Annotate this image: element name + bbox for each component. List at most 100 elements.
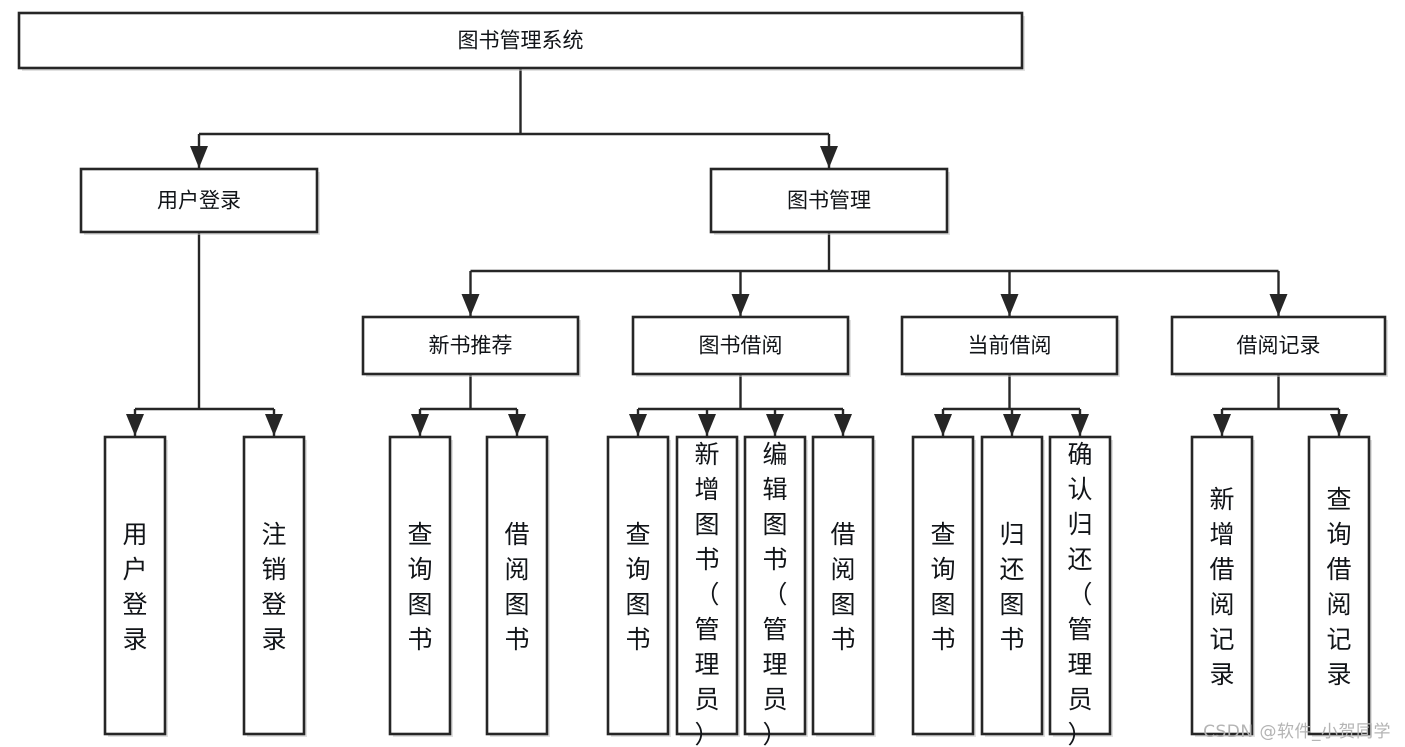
node-label-char: ）: [1067, 720, 1092, 747]
box-outline[interactable]: [1170, 315, 1387, 376]
node-label-char: 图: [694, 510, 719, 539]
node-label: 图书管理系统: [458, 29, 584, 53]
node-label-char: 图: [625, 590, 650, 619]
arrow-head-icon: [820, 146, 838, 168]
node-label-char: 借: [504, 520, 529, 549]
node-label-char: 书: [830, 625, 855, 654]
node-label-char: （: [694, 580, 719, 609]
box-outline[interactable]: [675, 435, 739, 736]
box-outline[interactable]: [900, 315, 1119, 376]
node-label-char: 登: [261, 590, 286, 619]
arrow-head-icon: [766, 414, 784, 436]
node-label-char: 图: [999, 590, 1024, 619]
node-label-char: 管: [1067, 615, 1092, 644]
node-label-char: 书: [625, 625, 650, 654]
node-level2-1[interactable]: 图书管理: [709, 167, 950, 235]
connector-layer: [126, 68, 1348, 436]
node-label-char: （: [1067, 580, 1092, 609]
node-label-char: 图: [504, 590, 529, 619]
node-level3-0[interactable]: 新书推荐: [361, 315, 581, 377]
node-label-char: 查: [625, 520, 650, 549]
node-label-char: 借: [830, 520, 855, 549]
node-label-char: 图: [762, 510, 787, 539]
box-outline[interactable]: [709, 167, 949, 234]
node-label-char: 销: [261, 555, 286, 584]
node-label-char: 书: [999, 625, 1024, 654]
node-label-char: 阅: [1326, 590, 1351, 619]
node-label: 借阅记录: [1237, 334, 1321, 358]
box-outline[interactable]: [743, 435, 807, 736]
node-label-char: 书: [694, 545, 719, 574]
node-label-char: 辑: [762, 475, 787, 504]
box-outline[interactable]: [1190, 435, 1254, 736]
box-outline[interactable]: [811, 435, 875, 736]
node-label-char: 新: [694, 440, 719, 469]
csdn-watermark: CSDN @软件_小贺同学: [1203, 722, 1391, 742]
node-label-char: 员: [762, 685, 787, 714]
box-outline[interactable]: [606, 435, 670, 736]
node-label-char: 编: [762, 440, 787, 469]
box-outline[interactable]: [361, 315, 580, 376]
node-label-char: 阅: [504, 555, 529, 584]
node-label: 新书推荐: [429, 334, 513, 358]
node-label-char: 理: [762, 650, 787, 679]
node-label-char: 确: [1067, 440, 1092, 469]
box-outline[interactable]: [79, 167, 319, 234]
node-level3-3[interactable]: 借阅记录: [1170, 315, 1388, 377]
box-outline[interactable]: [485, 435, 549, 736]
node-label-char: 借: [1209, 555, 1234, 584]
node-leaf-0[interactable]: 用户登录: [103, 435, 168, 737]
node-label-char: ）: [762, 720, 787, 747]
node-label-char: （: [762, 580, 787, 609]
node-label-char: 录: [261, 625, 286, 654]
node-label-char: 理: [694, 650, 719, 679]
node-label-char: 员: [1067, 685, 1092, 714]
box-outline[interactable]: [242, 435, 306, 736]
node-level3-1[interactable]: 图书借阅: [631, 315, 851, 377]
box-outline[interactable]: [103, 435, 167, 736]
node-level2-0[interactable]: 用户登录: [79, 167, 320, 235]
node-label-char: 用: [122, 520, 147, 549]
node-label-char: 查: [930, 520, 955, 549]
arrow-head-icon: [508, 414, 526, 436]
node-label-char: 书: [504, 625, 529, 654]
node-label-char: 还: [999, 555, 1024, 584]
node-label-char: 归: [1067, 510, 1092, 539]
arrow-head-icon: [190, 146, 208, 168]
box-outline[interactable]: [631, 315, 850, 376]
box-outline[interactable]: [1307, 435, 1371, 736]
arrow-head-icon: [1000, 294, 1019, 316]
node-label-char: 还: [1067, 545, 1092, 574]
node-label: 用户登录: [157, 189, 241, 213]
box-outline[interactable]: [1048, 435, 1112, 736]
node-label-char: 阅: [1209, 590, 1234, 619]
box-outline[interactable]: [911, 435, 975, 736]
arrow-head-icon: [265, 414, 283, 436]
node-label-char: 借: [1326, 555, 1351, 584]
arrow-head-icon: [834, 414, 852, 436]
node-label-char: 新: [1209, 485, 1234, 514]
node-level3-2[interactable]: 当前借阅: [900, 315, 1120, 377]
box-outline[interactable]: [17, 11, 1024, 70]
node-label-char: 录: [1209, 660, 1234, 689]
box-outline[interactable]: [388, 435, 452, 736]
node-root[interactable]: 图书管理系统: [17, 11, 1025, 71]
box-outline[interactable]: [980, 435, 1044, 736]
node-label-char: 书: [407, 625, 432, 654]
node-label-char: 图: [930, 590, 955, 619]
node-label-char: 询: [930, 555, 955, 584]
node-label-char: 图: [830, 590, 855, 619]
arrow-head-icon: [698, 414, 716, 436]
